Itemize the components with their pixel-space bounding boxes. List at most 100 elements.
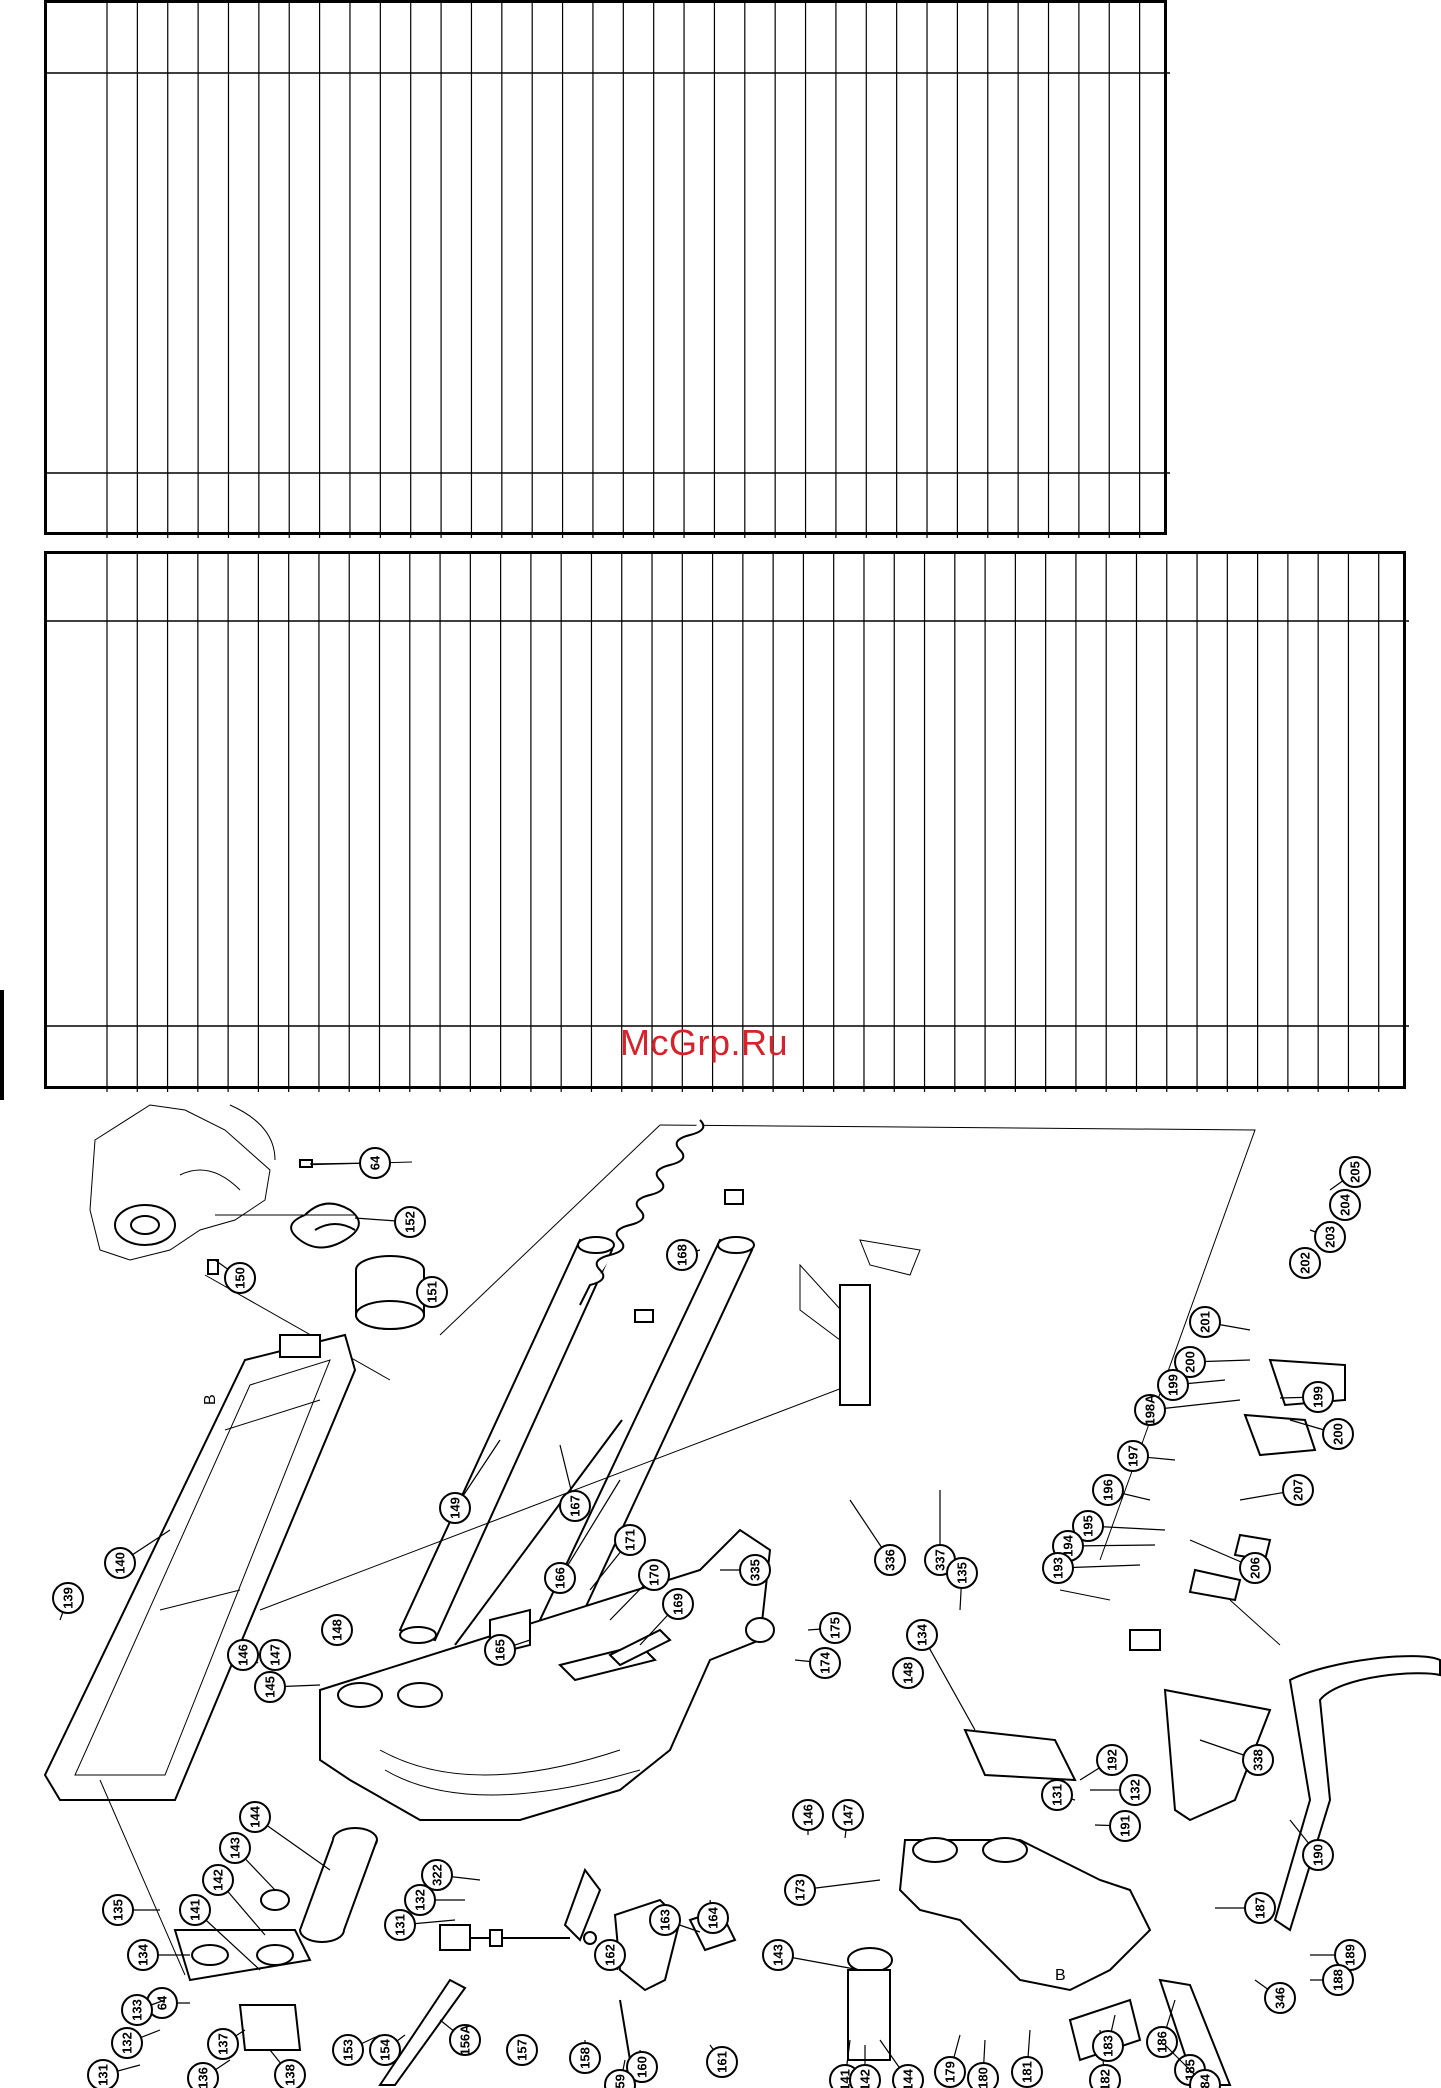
callout-label: 199 (1311, 1386, 1326, 1408)
callout-label: 151 (425, 1281, 440, 1303)
callout-203: 203 (1314, 1221, 1346, 1253)
callout-label: 136 (196, 2067, 211, 2088)
callout-163: 163 (649, 1904, 681, 1936)
callout-169: 169 (662, 1588, 694, 1620)
callout-circle (1109, 1810, 1141, 1842)
callout-146: 146 (792, 1799, 824, 1831)
callout-139: 139 (52, 1582, 84, 1614)
callout-336: 336 (874, 1544, 906, 1576)
callout-199: 199 (1302, 1381, 1334, 1413)
callout-label: 64 (155, 1995, 170, 2010)
callout-label: 193 (1051, 1557, 1066, 1579)
callout-label: 146 (236, 1644, 251, 1666)
callout-label: 335 (748, 1559, 763, 1581)
callout-131: 131 (384, 1909, 416, 1941)
callout-label: 137 (216, 2033, 231, 2055)
callout-label: 153 (341, 2039, 356, 2061)
callout-label: 142 (858, 2069, 873, 2088)
callout-135: 135 (946, 1557, 978, 1589)
callout-label: 196 (1101, 1479, 1116, 1501)
bracket-134-left (173, 1929, 312, 1982)
callout-146: 146 (227, 1639, 259, 1671)
callout-143: 143 (219, 1832, 251, 1864)
callout-circle (559, 1490, 591, 1522)
callout-label: 133 (130, 1999, 145, 2021)
callout-label: 183 (1101, 2035, 1116, 2057)
callout-label: 180 (976, 2067, 991, 2088)
callout-circle (706, 2046, 738, 2078)
callout-label: 163 (658, 1909, 673, 1931)
callout-circle (102, 1894, 134, 1926)
callout-label: 179 (943, 2061, 958, 2083)
callout-label: 139 (61, 1587, 76, 1609)
callout-label: 168 (675, 1244, 690, 1266)
callout-circle (321, 1614, 353, 1646)
callout-label: 166 (553, 1567, 568, 1589)
callout-circle (874, 1544, 906, 1576)
callout-circle (1092, 1474, 1124, 1506)
callout-161: 161 (706, 2046, 738, 2078)
callout-label: 132 (413, 1889, 428, 1911)
callout-187: 187 (1244, 1892, 1276, 1924)
callout-label: 187 (1253, 1897, 1268, 1919)
callout-label: 197 (1126, 1445, 1141, 1467)
callout-circle (1339, 1156, 1371, 1188)
callout-label: 132 (1128, 1779, 1143, 1801)
callout-338: 338 (1242, 1744, 1274, 1776)
callout-144: 144 (892, 2064, 924, 2088)
callout-circle (187, 2062, 219, 2088)
callout-label: 169 (671, 1593, 686, 1615)
callout-circle (227, 1639, 259, 1671)
callout-circle (259, 1639, 291, 1671)
callout-label: 160 (635, 2056, 650, 2078)
callout-140: 140 (104, 1547, 136, 1579)
callout-label: 200 (1183, 1351, 1198, 1373)
callout-label: 337 (933, 1549, 948, 1571)
callout-circle (87, 2059, 119, 2088)
callout-label: 162 (603, 1944, 618, 1966)
callout-circle (179, 1894, 211, 1926)
callout-circle (1329, 1189, 1361, 1221)
callout-label: 201 (1198, 1311, 1213, 1333)
callout-label: 157 (515, 2039, 530, 2061)
callout-circle (111, 2027, 143, 2059)
parts-table-upper-lines (47, 3, 1170, 538)
callout-circle (666, 1239, 698, 1271)
callout-179: 179 (934, 2056, 966, 2088)
callout-circle (484, 1634, 516, 1666)
callout-159: 159 (604, 2069, 636, 2088)
callout-label: 174 (818, 1651, 833, 1673)
callout-137: 137 (207, 2028, 239, 2060)
callout-label: 164 (706, 1906, 721, 1928)
callout-circle (1011, 2056, 1043, 2088)
callout-189: 189 (1334, 1939, 1366, 1971)
callout-label: 173 (793, 1879, 808, 1901)
callout-144: 144 (239, 1801, 271, 1833)
view-label-b-left: B (202, 1394, 219, 1405)
callout-circle (832, 1799, 864, 1831)
callout-label: 182 (1098, 2069, 1113, 2088)
callout-204: 204 (1329, 1189, 1361, 1221)
callout-151: 151 (416, 1276, 448, 1308)
callout-label: 202 (1298, 1252, 1313, 1274)
callout-149: 149 (439, 1492, 471, 1524)
callout-label: 131 (393, 1914, 408, 1936)
callout-circle (1244, 1892, 1276, 1924)
callout-label: 194 (1061, 1534, 1076, 1556)
callout-circle (739, 1554, 771, 1586)
callout-191: 191 (1109, 1810, 1141, 1842)
callout-142: 142 (202, 1864, 234, 1896)
callout-label: 159 (613, 2074, 628, 2088)
callout-322: 322 (421, 1859, 453, 1891)
callout-circle (906, 1619, 938, 1651)
callout-circle (384, 1909, 416, 1941)
callout-label: 135 (955, 1562, 970, 1584)
parts-table-lower (44, 551, 1409, 1092)
callout-circle (662, 1588, 694, 1620)
callout-circle (202, 1864, 234, 1896)
callout-circle (1072, 1510, 1104, 1542)
callout-label: 134 (136, 1943, 151, 1965)
callout-circle (394, 1206, 426, 1238)
